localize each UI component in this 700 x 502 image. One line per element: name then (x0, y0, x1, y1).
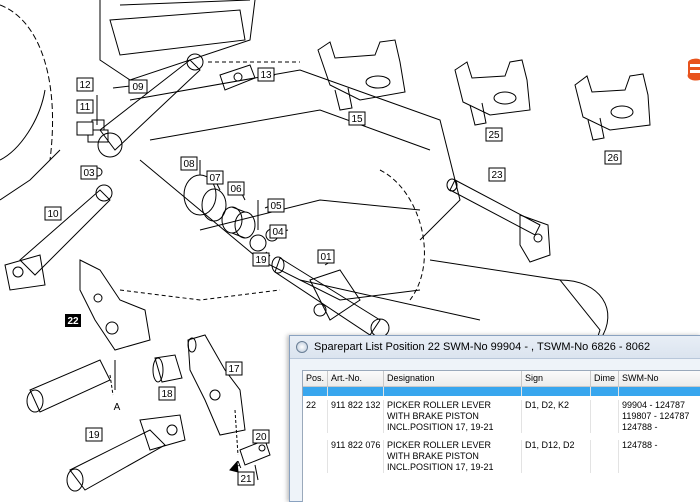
cell-pos (303, 440, 328, 451)
callout-19: 19 (88, 430, 100, 441)
callout-11: 10 (47, 209, 59, 220)
callout-10: 09 (132, 82, 144, 93)
brand-logo (687, 58, 700, 81)
callout-13: 12 (79, 80, 91, 91)
callout-09: 08 (183, 159, 195, 170)
sparepart-table[interactable]: Pos. Art.-No. Designation Sign Dime SWM-… (302, 370, 700, 502)
cell-art-no: 911 822 076 (328, 440, 384, 451)
cell-dime (591, 400, 619, 411)
cell-swm-no (619, 451, 700, 462)
window-title: Sparepart List Position 22 SWM-No 99904 … (314, 341, 651, 353)
cell-sign (522, 462, 591, 473)
callout-07: 06 (230, 184, 242, 195)
col-swm-no[interactable]: SWM-No (619, 371, 700, 386)
callout-03: 03 (83, 168, 95, 179)
table-row[interactable]: WITH BRAKE PISTON 119807 - 124787 (303, 411, 700, 422)
cell-art-no: 911 822 132 (328, 400, 384, 411)
cell-designation: WITH BRAKE PISTON (384, 451, 522, 462)
letter-a-1: A (114, 402, 121, 413)
table-header: Pos. Art.-No. Designation Sign Dime SWM-… (303, 371, 700, 387)
cell-sign: D1, D2, K2 (522, 400, 591, 411)
cell-pos: 22 (303, 400, 328, 411)
cell-designation: INCL.POSITION 17, 19-21 (384, 462, 522, 473)
cell-swm-no: 124788 - (619, 440, 700, 451)
cell-designation: WITH BRAKE PISTON (384, 411, 522, 422)
callout-08: 07 (209, 173, 221, 184)
col-designation[interactable]: Designation (384, 371, 522, 386)
cell-designation: PICKER ROLLER LEVER (384, 400, 522, 411)
cell-swm-no (619, 462, 700, 473)
app-icon (296, 341, 308, 353)
cell-sign: D1, D12, D2 (522, 440, 591, 451)
callout-14: 13 (260, 70, 272, 81)
table-row[interactable]: 911 822 076 PICKER ROLLER LEVER D1, D12,… (303, 440, 700, 451)
cell-sign (522, 451, 591, 462)
callout-06: 05 (270, 201, 282, 212)
callout-05: 19 (255, 255, 267, 266)
col-pos[interactable]: Pos. (303, 371, 328, 386)
callout-12: 11 (80, 102, 91, 113)
cell-designation: PICKER ROLLER LEVER (384, 440, 522, 451)
callout-15: 15 (351, 114, 363, 125)
callout-01: 01 (320, 252, 332, 263)
cell-designation: INCL.POSITION 17, 19-21 (384, 422, 522, 433)
table-row[interactable]: 22 911 822 132 PICKER ROLLER LEVER D1, D… (303, 400, 700, 411)
cell-swm-no: 119807 - 124787 (619, 411, 700, 422)
table-row[interactable]: INCL.POSITION 17, 19-21 (303, 462, 700, 473)
callout-23: 23 (491, 170, 503, 181)
callout-04: 04 (272, 227, 284, 238)
cell-sign (522, 422, 591, 433)
cell-swm-no: 124788 - (619, 422, 700, 433)
col-dime[interactable]: Dime (591, 371, 619, 386)
letter-a-2: A (235, 460, 242, 471)
callout-26: 26 (607, 153, 619, 164)
col-art-no[interactable]: Art.-No. (328, 371, 384, 386)
cell-sign (522, 411, 591, 422)
callout-21: 21 (240, 474, 252, 485)
table-row[interactable]: INCL.POSITION 17, 19-21 124788 - (303, 422, 700, 433)
callout-22: 22 (67, 316, 79, 327)
table-row[interactable]: WITH BRAKE PISTON (303, 451, 700, 462)
callout-18: 18 (161, 389, 173, 400)
cell-swm-no: 99904 - 124787 (619, 400, 700, 411)
col-sign[interactable]: Sign (522, 371, 591, 386)
sparepart-list-window[interactable]: Sparepart List Position 22 SWM-No 99904 … (289, 335, 700, 502)
table-row-selected[interactable] (303, 387, 700, 396)
callout-20: 20 (255, 432, 267, 443)
callout-25: 25 (488, 130, 500, 141)
window-titlebar[interactable]: Sparepart List Position 22 SWM-No 99904 … (290, 336, 700, 359)
cell-dime (591, 440, 619, 451)
callout-17: 17 (228, 364, 240, 375)
